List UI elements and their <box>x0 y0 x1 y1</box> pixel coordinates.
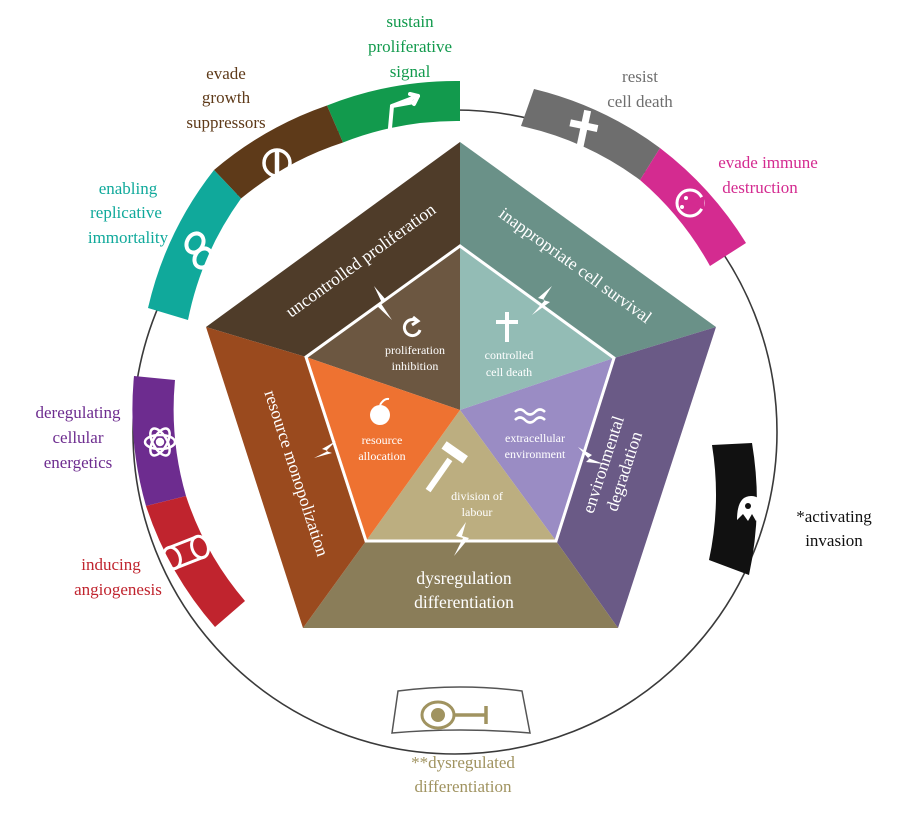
inner-label-prolif-1: proliferation <box>385 343 445 357</box>
label-evade-immune-1: evade immune <box>718 153 818 172</box>
lightning-icon <box>454 522 469 556</box>
segment-evade-immune <box>640 148 746 266</box>
label-sustain-2: proliferative <box>368 37 452 56</box>
label-replicative-1: enabling <box>99 179 158 198</box>
label-evade-growth-3: suppressors <box>186 113 265 132</box>
label-angiogenesis-2: angiogenesis <box>74 580 162 599</box>
band-dysregulation-differentiation <box>303 541 618 628</box>
label-dysregulated-1: **dysregulated <box>411 753 515 772</box>
cell-inhibit-icon <box>420 700 488 730</box>
inner-label-extracellular-2: environment <box>505 447 566 461</box>
label-invasion-1: *activating <box>796 507 872 526</box>
band-uncontrolled-proliferation <box>206 142 460 357</box>
label-replicative-3: immortality <box>88 228 169 247</box>
inner-label-resource-1: resource <box>362 433 403 447</box>
inner-pentagon-outline <box>304 244 616 543</box>
segment-resist <box>521 89 660 180</box>
label-angiogenesis: inducing angiogenesis <box>74 555 162 599</box>
band-inappropriate-survival <box>460 142 716 358</box>
ghost-icon <box>737 496 765 521</box>
label-resist-1: resist <box>622 67 658 86</box>
label-energetics-2: cellular <box>53 428 104 447</box>
label-evade-growth: evade growth suppressors <box>186 64 265 132</box>
infinity-icon <box>184 231 214 270</box>
label-sustain: sustain proliferative signal <box>368 12 452 81</box>
label-evade-immune: evade immune destruction <box>718 153 818 197</box>
apple-icon <box>370 397 390 425</box>
vessel-icon <box>162 534 210 571</box>
segment-replicative <box>148 170 241 320</box>
pacman-icon <box>675 188 705 218</box>
label-evade-growth-2: growth <box>202 88 251 107</box>
label-energetics: deregulating cellular energetics <box>36 403 121 472</box>
label-dysregulated: **dysregulated differentiation <box>411 753 515 796</box>
label-sustain-1: sustain <box>386 12 434 31</box>
region-proliferation-inhibition <box>306 246 460 410</box>
lightning-icon <box>374 286 392 320</box>
segment-dysregulated <box>391 686 531 734</box>
region-extracellular-environment <box>460 358 614 541</box>
segment-sustain <box>327 80 460 143</box>
inner-label-extracellular-1: extracellular <box>505 431 565 445</box>
region-resource-allocation <box>306 357 460 541</box>
band-environmental-degradation <box>556 327 716 628</box>
cross-icon <box>569 109 599 151</box>
inner-label-death-2: cell death <box>486 365 532 379</box>
inner-label-prolif-2: inhibition <box>392 359 439 373</box>
cross-icon <box>496 312 518 342</box>
lightning-icon <box>532 286 552 315</box>
inner-label-division-2: labour <box>462 505 493 519</box>
label-replicative-2: replicative <box>90 203 162 222</box>
inner-label-division-1: division of <box>451 489 503 503</box>
label-evade-growth-1: evade <box>206 64 246 83</box>
band-resource-monopolization <box>206 327 366 628</box>
band-label-dysreg-line2: differentiation <box>414 592 514 612</box>
label-evade-immune-2: destruction <box>722 178 798 197</box>
label-resist-2: cell death <box>607 92 673 111</box>
label-energetics-1: deregulating <box>36 403 121 422</box>
cycle-arrow-icon <box>402 315 422 337</box>
hammer-icon <box>425 441 468 493</box>
atom-icon <box>143 427 177 457</box>
inner-label-death-1: controlled <box>485 348 534 362</box>
label-replicative: enabling replicative immortality <box>88 179 169 247</box>
label-invasion: *activating invasion <box>796 507 872 550</box>
label-invasion-2: invasion <box>805 531 863 550</box>
label-angiogenesis-1: inducing <box>81 555 141 574</box>
waves-icon <box>514 408 546 424</box>
circle-bar-icon <box>262 148 292 178</box>
lightning-icon <box>578 447 604 464</box>
label-energetics-3: energetics <box>44 453 113 472</box>
region-division-of-labour <box>366 410 556 541</box>
region-controlled-cell-death <box>460 246 614 410</box>
segment-invasion <box>709 443 757 575</box>
label-resist: resist cell death <box>607 67 673 111</box>
label-sustain-3: signal <box>390 62 431 81</box>
lightning-icon <box>314 441 336 458</box>
band-label-dysreg-line1: dysregulation <box>416 568 512 588</box>
arrow-icon <box>388 92 420 130</box>
inner-label-resource-2: allocation <box>358 449 405 463</box>
label-dysregulated-2: differentiation <box>415 777 512 796</box>
